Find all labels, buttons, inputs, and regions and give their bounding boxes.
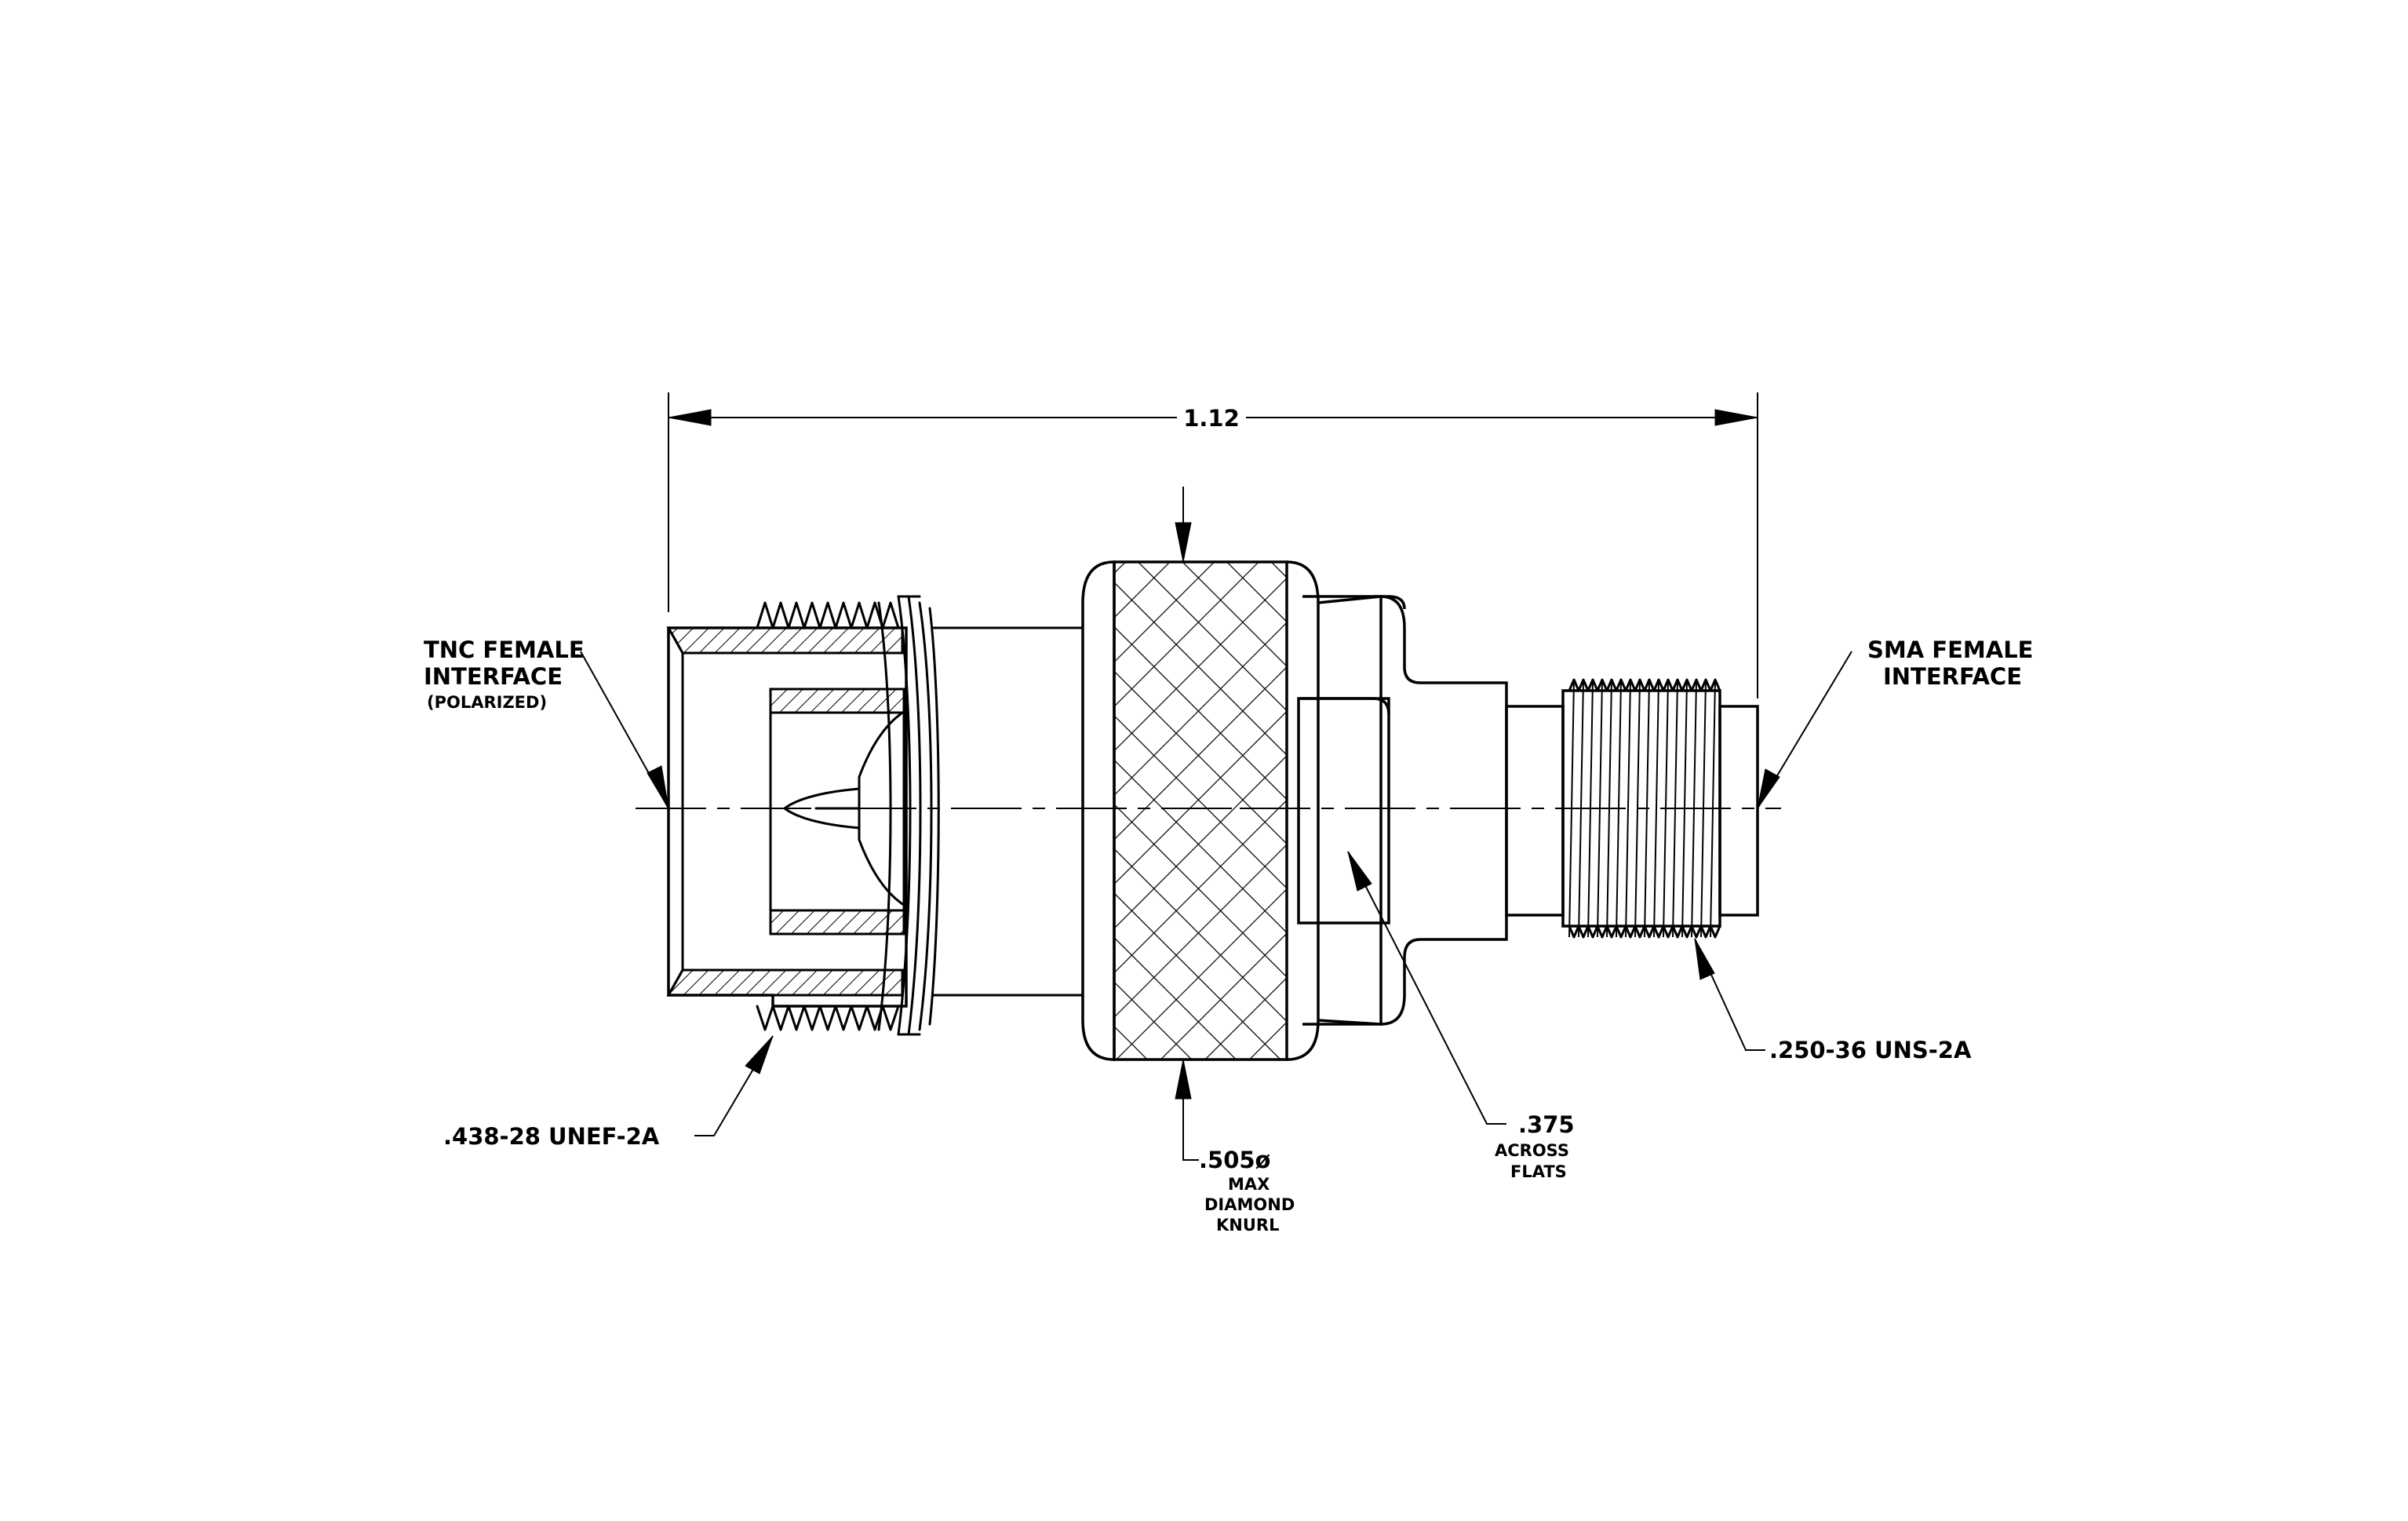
sma-interface-callout: SMA FEMALE INTERFACE: [1757, 636, 2034, 809]
tnc-female-body: [666, 595, 940, 1036]
knurl-callout: .505ø MAX DIAMOND KNURL: [1175, 487, 1295, 1235]
overall-length-label: 1.12: [1183, 405, 1240, 432]
right-thread-label: .250-36 UNS-2A: [1769, 1037, 1972, 1063]
right-thread-callout: .250-36 UNS-2A: [1694, 938, 1972, 1063]
tnc-label-line3: (POLARIZED): [427, 693, 547, 712]
overall-length-dimension: 1.12: [668, 392, 1758, 698]
knurl-label-line3: DIAMOND: [1204, 1195, 1295, 1214]
sma-female-body: [1505, 678, 1759, 939]
flats-label-line3: FLATS: [1510, 1162, 1567, 1181]
flats-label-line2: ACROSS: [1495, 1141, 1569, 1160]
knurl-label-line1: .505ø: [1199, 1147, 1270, 1173]
diamond-knurl: [1081, 560, 1320, 1061]
knurl-label-line4: KNURL: [1216, 1216, 1279, 1235]
knurl-label-line2: MAX: [1228, 1175, 1270, 1194]
tnc-interface-callout: TNC FEMALE INTERFACE (POLARIZED): [424, 636, 669, 809]
flats-label-line1: .375: [1518, 1111, 1575, 1138]
sma-label-line2: INTERFACE: [1883, 663, 2022, 690]
middle-barrel: [932, 626, 1084, 997]
tnc-label-line2: INTERFACE: [424, 663, 563, 690]
flats-callout: .375 ACROSS FLATS: [1347, 851, 1575, 1181]
left-thread-label: .438-28 UNEF-2A: [443, 1123, 660, 1150]
left-thread-callout: .438-28 UNEF-2A: [443, 1035, 774, 1150]
tnc-label-line1: TNC FEMALE: [424, 636, 585, 663]
sma-label-line1: SMA FEMALE: [1867, 636, 2034, 663]
